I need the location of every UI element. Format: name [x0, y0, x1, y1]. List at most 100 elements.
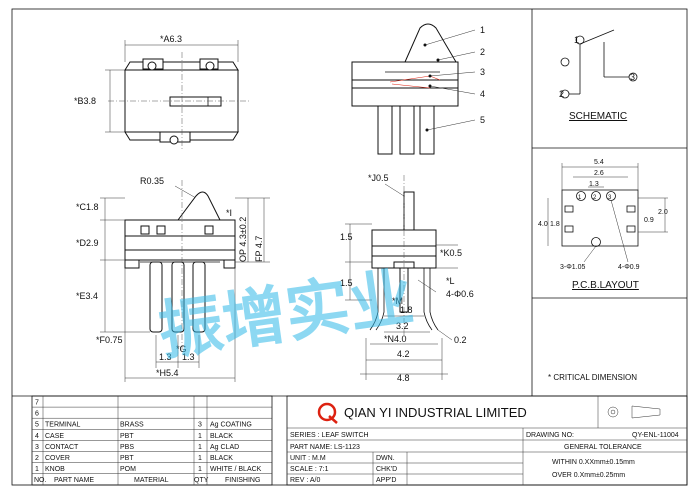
dim-B: *B3.8 — [74, 96, 96, 106]
pcb-holes-b: 4-Φ0.9 — [618, 264, 640, 271]
part-name: PART NAME: LS-1123 — [290, 444, 360, 451]
schem-pin-1: 1 — [574, 35, 579, 45]
appd-label: APP'D — [376, 477, 396, 484]
end-view: *J0.5 1.5 1.5 *K0.5 *L 4-Φ0.6 *M 1.8 3.2… — [340, 173, 474, 383]
bom-cell-material: PBS — [120, 444, 134, 451]
dim-1p8: 1.8 — [400, 305, 413, 315]
dim-g1: 1.3 — [159, 352, 172, 362]
dim-D: *D2.9 — [76, 238, 99, 248]
projection-symbol — [607, 405, 661, 419]
bom-cell-qty: 1 — [198, 466, 202, 473]
schematic-title: SCHEMATIC — [569, 111, 627, 122]
bom-cell-material: PBT — [120, 455, 134, 462]
dim-M: *M — [392, 296, 403, 306]
dim-4p2: 4.2 — [397, 349, 410, 359]
bom-cell-material: POM — [120, 466, 136, 473]
bom-cell-part: CASE — [45, 433, 64, 440]
chkd-label: CHK'D — [376, 466, 397, 473]
dim-J: *J0.5 — [368, 173, 389, 183]
schematic: 1 2 3 SCHEMATIC — [559, 29, 638, 122]
bom-cell-part: COVER — [45, 455, 70, 462]
pcb-pin-2: 2 — [593, 195, 597, 201]
tolerance-title: GENERAL TOLERANCE — [564, 444, 642, 451]
unit: UNIT : M.M — [290, 455, 326, 462]
bom-cell-qty: 1 — [198, 433, 202, 440]
bom-cell-part: CONTACT — [45, 444, 79, 451]
company-name: QIAN YI INDUSTRIAL LIMITED — [344, 405, 527, 420]
pcb-dim-2: 1.3 — [589, 181, 599, 188]
top-view: *A6.3 *B3.8 — [74, 34, 250, 150]
callout-5: 5 — [480, 115, 485, 125]
bom-cell-qty: 1 — [198, 455, 202, 462]
bom-cell-no: 7 — [35, 400, 39, 407]
drawing-no-label: DRAWING NO: — [526, 432, 574, 439]
schem-pin-3: 3 — [630, 72, 635, 82]
tolerance-2: OVER 0.Xmm±0.25mm — [552, 472, 625, 479]
dim-C: *C1.8 — [76, 202, 99, 212]
bom-cell-qty: 1 — [198, 444, 202, 451]
dim-g2: 1.3 — [182, 352, 195, 362]
dim-phi: 4-Φ0.6 — [446, 289, 474, 299]
pcb-dim-4: 0.9 — [644, 217, 654, 224]
bom-cell-qty: 3 — [198, 422, 202, 429]
dim-G: *G — [176, 344, 187, 354]
series: SERIES : LEAF SWITCH — [290, 432, 369, 439]
callout-1: 1 — [480, 25, 485, 35]
bom-header-material: MATERIAL — [134, 477, 169, 484]
dim-4p8: 4.8 — [397, 373, 410, 383]
dim-K: *K0.5 — [440, 248, 462, 258]
scale: SCALE : 7:1 — [290, 466, 329, 473]
bom-cell-part: TERMINAL — [45, 422, 81, 429]
dim-H: *H5.4 — [156, 368, 179, 378]
bom-cell-material: PBT — [120, 433, 134, 440]
dim-R: R0.35 — [140, 176, 164, 186]
pcb-title: P.C.B.LAYOUT — [572, 280, 639, 291]
bom-header-finish: FINISHING — [225, 477, 260, 484]
dim-1p5-b: 1.5 — [340, 278, 353, 288]
dim-FP: FP 4.7 — [254, 236, 264, 262]
callout-4: 4 — [480, 89, 485, 99]
bom-cell-finish: Ag COATING — [210, 422, 252, 429]
bom-cell-finish: BLACK — [210, 433, 233, 440]
dim-N: *N4.0 — [384, 334, 407, 344]
dim-3p2: 3.2 — [396, 321, 409, 331]
dim-L: *L — [446, 276, 455, 286]
callout-2: 2 — [480, 47, 485, 57]
dim-OP: OP 4.3±0.2 — [238, 217, 248, 262]
tolerance-1: WITHIN 0.XXmm±0.15mm — [552, 459, 635, 466]
pcb-dim-5: 1.8 — [550, 221, 560, 228]
dim-A: *A6.3 — [160, 34, 182, 44]
critical-note: * CRITICAL DIMENSION — [548, 373, 637, 382]
dim-1p5-a: 1.5 — [340, 232, 353, 242]
front-view: R0.35 *C1.8 *D2.9 *E3.4 *F0.75 *G 1. — [76, 176, 270, 382]
dim-F: *F0.75 — [96, 335, 123, 345]
bom-cell-no: 6 — [35, 411, 39, 418]
bom-header-part: PART NAME — [54, 477, 94, 484]
dim-E: *E3.4 — [76, 291, 98, 301]
dim-0p2: 0.2 — [454, 335, 467, 345]
schem-pin-2: 2 — [559, 89, 564, 99]
bom-cell-no: 1 — [35, 466, 39, 473]
company-logo: Q — [317, 402, 338, 424]
pcb-layout: 5.4 2.6 1.3 2.0 0.9 1.8 4.0 1 2 3 3-Φ1.0… — [538, 159, 668, 291]
pcb-dim-6: 4.0 — [538, 221, 548, 228]
bom-cell-finish: WHITE / BLACK — [210, 466, 262, 473]
dwn-label: DWN. — [376, 455, 395, 462]
bom-cell-no: 3 — [35, 444, 39, 451]
bom-cell-part: KNOB — [45, 466, 65, 473]
bom-header-no: NO. — [34, 477, 47, 484]
pcb-holes-a: 3-Φ1.05 — [560, 264, 586, 271]
pcb-pin-1: 1 — [578, 195, 582, 201]
pcb-dim-0: 5.4 — [594, 159, 604, 166]
drawing-no: QY-ENL-11004 — [632, 432, 679, 439]
title-block: Q QIAN YI INDUSTRIAL LIMITED DRAWING NO:… — [286, 395, 688, 486]
bom-cell-finish: BLACK — [210, 455, 233, 462]
bom-cell-material: BRASS — [120, 422, 144, 429]
side-view: 1 2 3 4 5 — [351, 23, 485, 155]
bom-header-qty: QTY — [194, 477, 209, 484]
callout-3: 3 — [480, 67, 485, 77]
bom-cell-no: 4 — [35, 433, 39, 440]
dim-I: *I — [226, 208, 232, 218]
